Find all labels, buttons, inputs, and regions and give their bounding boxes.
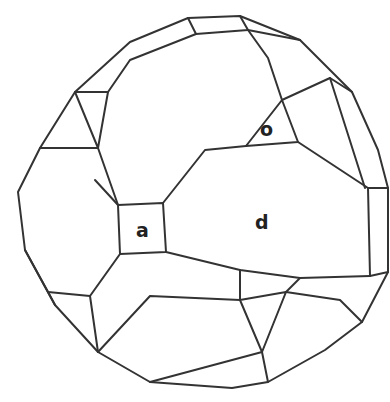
crystal-edge xyxy=(282,78,352,100)
cube-face xyxy=(118,203,166,254)
face-label: a xyxy=(136,221,149,240)
crystal-edge xyxy=(48,254,120,296)
crystal-edge xyxy=(95,180,118,205)
crystal-edge xyxy=(40,148,118,205)
octahedron-face xyxy=(246,100,298,146)
crystal-edge xyxy=(330,78,365,188)
crystal-edge xyxy=(188,16,248,34)
crystal-edge xyxy=(163,146,246,203)
face-label: d xyxy=(255,213,269,232)
octahedron-face xyxy=(240,292,286,352)
crystal-edge xyxy=(166,252,370,278)
crystal-edge xyxy=(286,278,300,292)
cube-face xyxy=(368,188,388,276)
face-label: o xyxy=(260,120,273,139)
crystal-edge xyxy=(98,296,240,352)
crystal-edge xyxy=(248,30,300,40)
crystal-edge xyxy=(108,34,196,92)
crystal-edge xyxy=(75,92,108,148)
crystal-edge xyxy=(90,296,98,352)
crystal-outline xyxy=(18,16,388,388)
crystal-edge xyxy=(248,30,282,100)
crystal-edge xyxy=(262,352,268,382)
crystal-edge xyxy=(25,250,55,305)
crystal-edge xyxy=(286,292,362,322)
crystal-edge xyxy=(150,352,262,382)
crystal-edge xyxy=(239,270,241,300)
